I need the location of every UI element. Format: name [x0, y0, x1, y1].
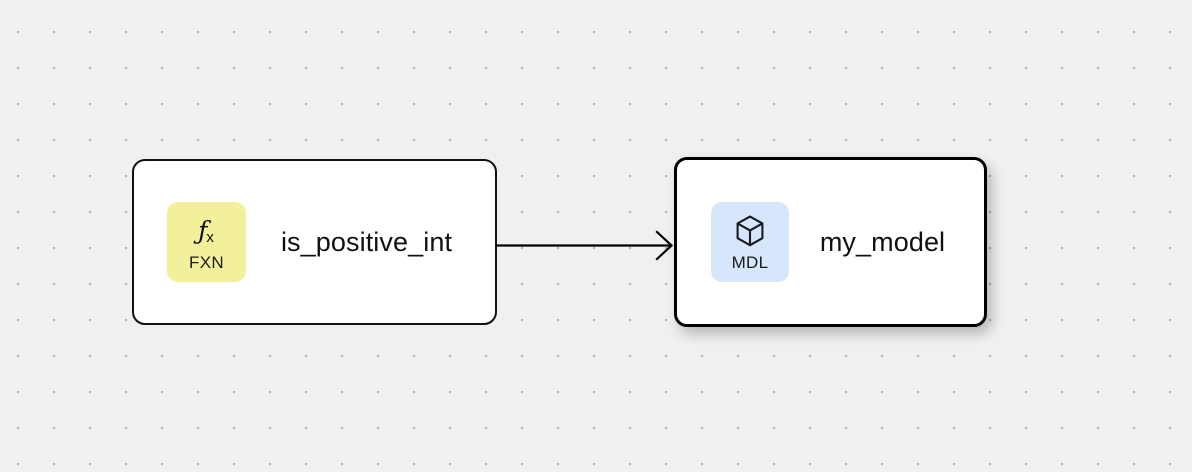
- node-is-positive-int[interactable]: ƒx FXN is_positive_int: [132, 159, 497, 325]
- node-title-my-model: my_model: [819, 226, 946, 257]
- function-icon: ƒx: [198, 214, 215, 248]
- function-icon-subscript: x: [206, 229, 214, 246]
- function-icon-glyph: ƒ: [198, 216, 208, 245]
- node-badge-fxn: ƒx FXN: [167, 202, 246, 282]
- node-badge-mdl: MDL: [711, 202, 789, 282]
- node-badge-label-fxn: FXN: [189, 252, 224, 272]
- node-my-model[interactable]: MDL my_model: [674, 157, 987, 327]
- node-badge-label-mdl: MDL: [731, 252, 769, 272]
- edge-arrowhead-icon: [655, 230, 674, 261]
- node-title-is-positive-int: is_positive_int: [280, 226, 453, 257]
- cube-icon-svg: [736, 215, 764, 246]
- edge-fxn-to-mdl[interactable]: [497, 230, 674, 261]
- cube-icon: [734, 214, 766, 248]
